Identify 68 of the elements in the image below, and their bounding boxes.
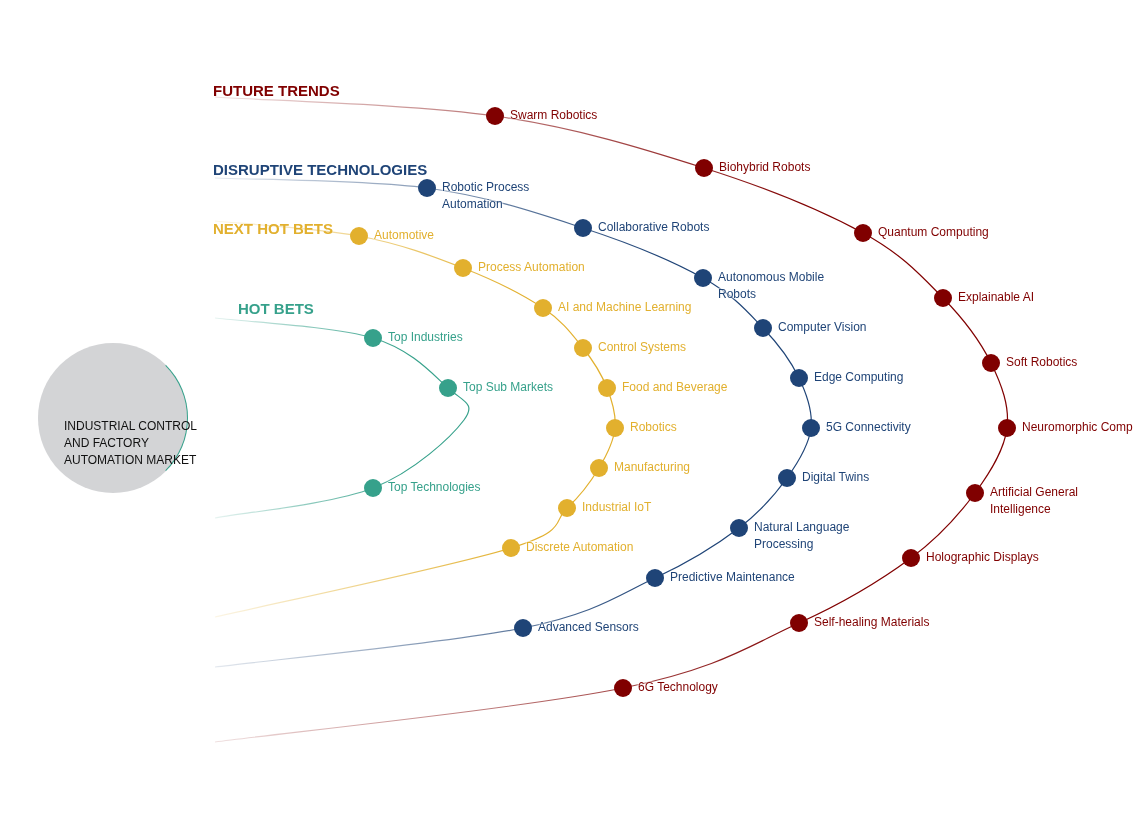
- dot-icon: [730, 519, 748, 537]
- dot-icon: [778, 469, 796, 487]
- dot-icon: [790, 369, 808, 387]
- topic-label: Manufacturing: [614, 459, 691, 476]
- section-heading: FUTURE TRENDS: [213, 82, 340, 100]
- dot-icon: [646, 569, 664, 587]
- topic-label: Automotive: [374, 227, 435, 244]
- topic-label: Robotic Process Automation: [442, 179, 531, 213]
- topic-label: Digital Twins: [802, 469, 870, 486]
- dot-icon: [574, 219, 592, 237]
- topic-label: 5G Connectivity: [826, 419, 911, 436]
- topic-label: Self-healing Materials: [814, 614, 930, 631]
- topic-label: Artificial General Intelligence: [990, 484, 1080, 518]
- dot-icon: [606, 419, 624, 437]
- dot-icon: [614, 679, 632, 697]
- topic-label: Top Technologies: [388, 479, 481, 496]
- dot-icon: [439, 379, 457, 397]
- topic-label: Holographic Displays: [926, 549, 1039, 566]
- topic-label: AI and Machine Learning: [558, 299, 692, 316]
- topic-label: Food and Beverage: [622, 379, 728, 396]
- dot-icon: [364, 329, 382, 347]
- topic-label: Top Industries: [388, 329, 463, 346]
- dot-icon: [902, 549, 920, 567]
- dot-icon: [790, 614, 808, 632]
- topic-label: Quantum Computing: [878, 224, 989, 241]
- dot-icon: [418, 179, 436, 197]
- dot-icon: [966, 484, 984, 502]
- topic-label: Swarm Robotics: [510, 107, 598, 124]
- topic-label: Advanced Sensors: [538, 619, 639, 636]
- topic-label: Discrete Automation: [526, 539, 634, 556]
- topic-label: Explainable AI: [958, 289, 1035, 306]
- dot-icon: [982, 354, 1000, 372]
- topic-label: 6G Technology: [638, 679, 718, 696]
- dot-icon: [534, 299, 552, 317]
- dot-icon: [350, 227, 368, 245]
- topic-label: Natural Language Processing: [754, 519, 851, 553]
- dot-icon: [854, 224, 872, 242]
- topic-label: Industrial IoT: [582, 499, 652, 516]
- market-title: INDUSTRIAL CONTROL AND FACTORY AUTOMATION MARKET: [64, 418, 198, 469]
- dot-icon: [454, 259, 472, 277]
- dot-icon: [574, 339, 592, 357]
- topic-label: Top Sub Markets: [463, 379, 554, 396]
- dot-icon: [598, 379, 616, 397]
- section-heading: HOT BETS: [238, 300, 314, 318]
- dot-icon: [558, 499, 576, 517]
- topic-label: Soft Robotics: [1006, 354, 1078, 371]
- dot-icon: [514, 619, 532, 637]
- dot-icon: [934, 289, 952, 307]
- topic-label: Collaborative Robots: [598, 219, 710, 236]
- dot-icon: [486, 107, 504, 125]
- topic-label: Control Systems: [598, 339, 687, 356]
- dot-icon: [802, 419, 820, 437]
- dot-icon: [754, 319, 772, 337]
- topic-label: Process Automation: [478, 259, 585, 276]
- topic-label: Computer Vision: [778, 319, 867, 336]
- topic-label: Robotics: [630, 419, 677, 436]
- topic-label: Edge Computing: [814, 369, 904, 386]
- topic-label: Neuromorphic Comp: [1022, 419, 1133, 436]
- dot-icon: [590, 459, 608, 477]
- section-heading: NEXT HOT BETS: [213, 220, 333, 238]
- dot-icon: [364, 479, 382, 497]
- dot-icon: [695, 159, 713, 177]
- section-heading: DISRUPTIVE TECHNOLOGIES: [213, 161, 428, 179]
- dot-icon: [998, 419, 1016, 437]
- dot-icon: [694, 269, 712, 287]
- dot-icon: [502, 539, 520, 557]
- topic-label: Predictive Maintenance: [670, 569, 795, 586]
- topic-label: Biohybrid Robots: [719, 159, 811, 176]
